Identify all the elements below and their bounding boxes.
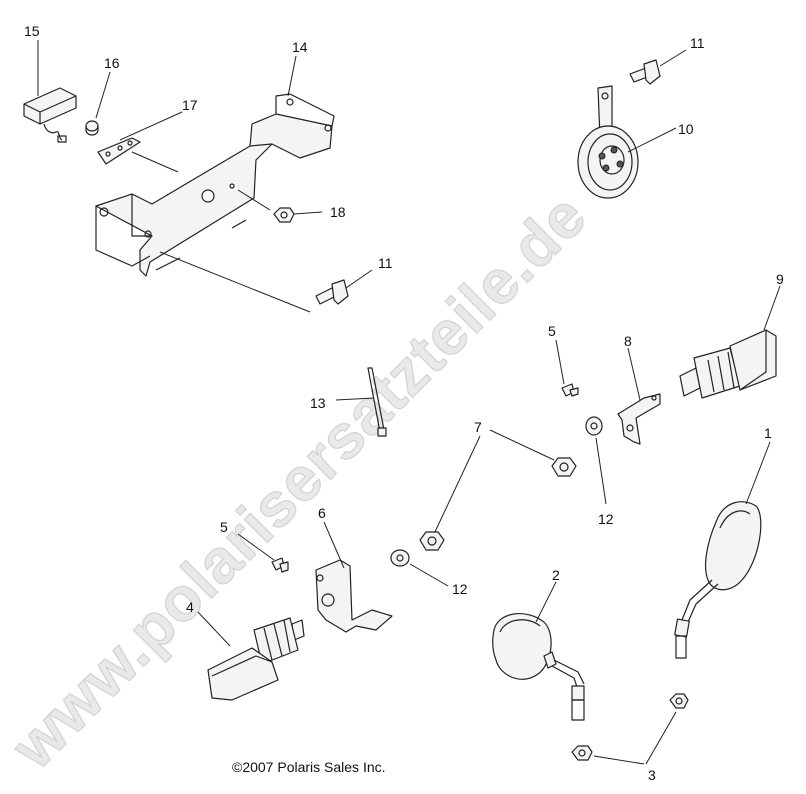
copyright-text: ©2007 Polaris Sales Inc. [232, 759, 386, 775]
part-11-bolt-lower [315, 279, 349, 305]
callout-7: 7 [474, 419, 482, 435]
part-3-nuts [571, 693, 689, 761]
part-18-nut [273, 207, 295, 223]
callout-5-upper: 5 [548, 323, 556, 339]
part-7-nut-lower [419, 531, 445, 551]
part-12-washer-lower [390, 549, 410, 567]
callout-1: 1 [764, 425, 772, 441]
watermark-text: www.polarisersatzteile.de [0, 181, 600, 783]
callout-18: 18 [330, 204, 346, 220]
part-11-bolt-upper [629, 59, 661, 85]
part-2-mirror-left [492, 613, 585, 721]
callout-11-lower: 11 [378, 255, 393, 271]
callout-13: 13 [310, 395, 326, 411]
callout-9: 9 [776, 271, 784, 287]
part-5-screw-upper [561, 383, 579, 397]
callout-12-upper: 12 [598, 511, 614, 527]
part-13-cable-tie [367, 367, 387, 437]
callout-17: 17 [182, 97, 198, 113]
part-10-horn [577, 85, 639, 199]
part-5-screw-lower [271, 557, 289, 573]
callout-10: 10 [678, 121, 694, 137]
callout-12-lower: 12 [452, 581, 468, 597]
callout-4: 4 [186, 599, 194, 615]
part-4-turn-signal [207, 617, 305, 701]
part-7-nut-upper [551, 457, 577, 477]
callout-2: 2 [552, 567, 560, 583]
part-1-mirror-right [674, 501, 762, 659]
callout-16: 16 [104, 55, 120, 71]
callout-11-upper: 11 [690, 35, 705, 51]
part-16-spacer [85, 120, 99, 136]
callout-3: 3 [648, 767, 656, 783]
part-6-bracket [315, 559, 393, 633]
part-12-washer-upper [585, 416, 603, 436]
part-14-bracket [95, 93, 335, 277]
callout-5-lower: 5 [220, 519, 228, 535]
part-9-turn-signal [679, 329, 777, 399]
callout-6: 6 [318, 505, 326, 521]
part-17-plate [97, 137, 141, 165]
callout-8: 8 [624, 333, 632, 349]
callout-15: 15 [24, 23, 40, 39]
part-8-bracket [617, 393, 661, 445]
callout-14: 14 [292, 39, 308, 55]
part-15-module [23, 87, 77, 143]
